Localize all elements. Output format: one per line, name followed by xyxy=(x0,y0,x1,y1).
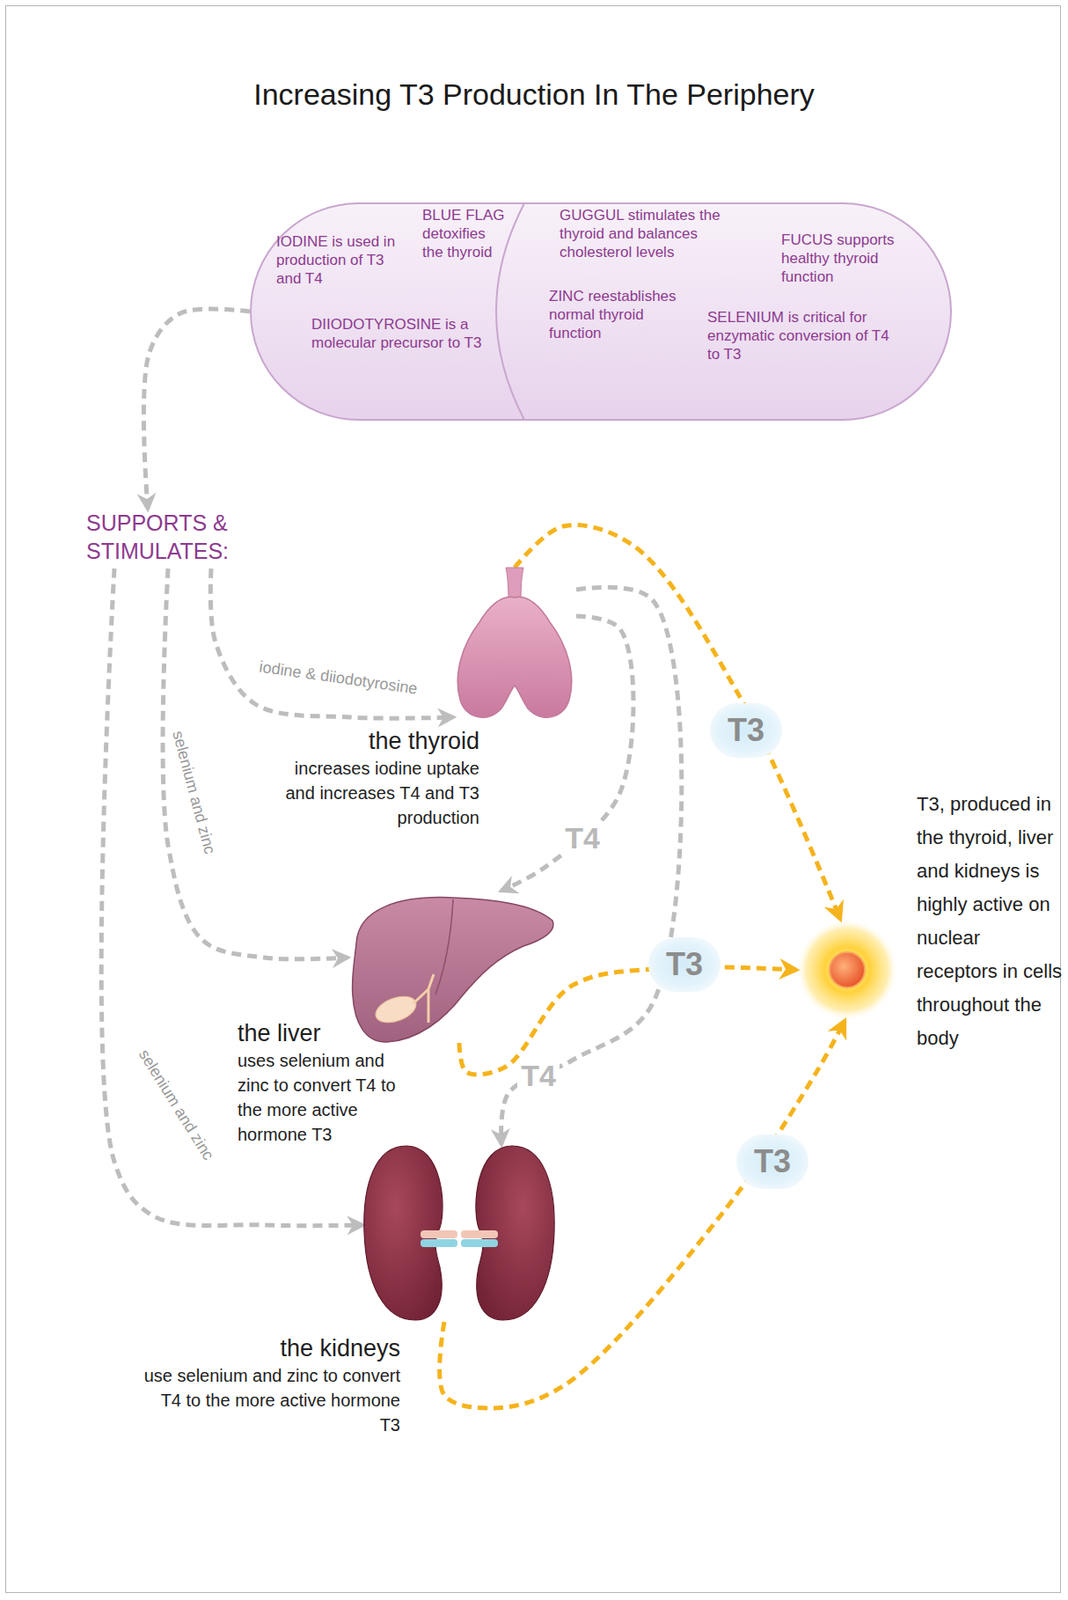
liver-node: the liveruses selenium and zinc to conve… xyxy=(347,890,556,1043)
caption: the thyroidincreases iodine uptake and i… xyxy=(263,725,480,830)
renal-vessel xyxy=(420,1229,458,1238)
thyroid-node: the thyroidincreases iodine uptake and i… xyxy=(453,567,577,724)
liver-node-picture xyxy=(347,890,556,1043)
hormone-label: T3 xyxy=(709,702,783,758)
target-cell: T3, produced in the thyroid, liver and k… xyxy=(796,918,899,1021)
gallbladder xyxy=(372,991,420,1028)
arrow-label: iodine & diiodotyrosine xyxy=(255,655,423,699)
ingredient-note: IODINE is used in production of T3 and T… xyxy=(276,232,409,288)
hormone-label: T4 xyxy=(561,819,604,856)
hormone-flow-arrow xyxy=(514,525,841,919)
organ-description: increases iodine uptake and increases T4… xyxy=(263,755,480,830)
thyroid-node-picture xyxy=(453,567,577,724)
support-arrow xyxy=(143,308,250,509)
organ-description: uses selenium and zinc to convert T4 to … xyxy=(237,1047,414,1147)
hormone-label: T3 xyxy=(648,936,721,992)
liver-organ xyxy=(351,897,553,1042)
diagram-title: Increasing T3 Production In The Peripher… xyxy=(0,77,1068,112)
ingredient-note: GUGGUL stimulates the thyroid and balanc… xyxy=(559,205,749,262)
capsule-seam xyxy=(496,203,525,420)
ingredient-note: FUCUS supports healthy thyroid function xyxy=(781,230,909,286)
caption: the liveruses selenium and zinc to conve… xyxy=(237,1017,414,1147)
cell-nucleus xyxy=(829,951,865,988)
arrow-label: selenium and zinc xyxy=(166,724,221,860)
organ-description: use selenium and zinc to convert T4 to t… xyxy=(136,1362,401,1437)
organ-description: T3, produced in the thyroid, liver and k… xyxy=(916,787,1065,1055)
hormone-flow-arrow xyxy=(459,966,797,1075)
kidneys-node: the kidneysuse selenium and zinc to conv… xyxy=(362,1143,556,1322)
thyroid-gland xyxy=(457,596,572,717)
arrow-label: selenium and zinc xyxy=(131,1041,220,1166)
hormone-label: T4 xyxy=(517,1057,560,1094)
cell-glow xyxy=(796,918,899,1021)
supports-heading: SUPPORTS & STIMULATES: xyxy=(86,508,263,569)
organ-name: the thyroid xyxy=(263,725,480,756)
ingredient-note: ZINC reestablishes normal thyroid functi… xyxy=(548,286,699,343)
heading-text: SUPPORTS & STIMULATES: xyxy=(86,508,263,565)
liver-lobe-line xyxy=(435,899,454,995)
bile-duct xyxy=(413,973,434,1023)
capsule-outline xyxy=(250,203,951,420)
ingredient-note: DIIODOTYROSINE is a molecular precursor … xyxy=(311,314,492,352)
ingredient-note: BLUE FLAG detoxifies the thyroid xyxy=(422,205,511,262)
ingredient-note: SELENIUM is critical for enzymatic conve… xyxy=(707,307,906,364)
hormone-flow-arrow xyxy=(439,1020,845,1408)
organ-name: the kidneys xyxy=(136,1332,401,1363)
hormone-label: T3 xyxy=(736,1133,809,1189)
renal-vessel xyxy=(460,1238,498,1247)
caption: the kidneysuse selenium and zinc to conv… xyxy=(136,1332,401,1437)
supplement-capsule: IODINE is used in production of T3 and T… xyxy=(249,202,952,421)
kidneys-node-picture xyxy=(362,1143,556,1322)
renal-vessel xyxy=(420,1238,458,1247)
caption: T3, produced in the thyroid, liver and k… xyxy=(916,787,1065,1055)
support-arrow xyxy=(210,568,454,718)
renal-vessel xyxy=(460,1229,498,1238)
target-cell-picture xyxy=(796,918,899,1021)
organ-name: the liver xyxy=(237,1017,414,1048)
